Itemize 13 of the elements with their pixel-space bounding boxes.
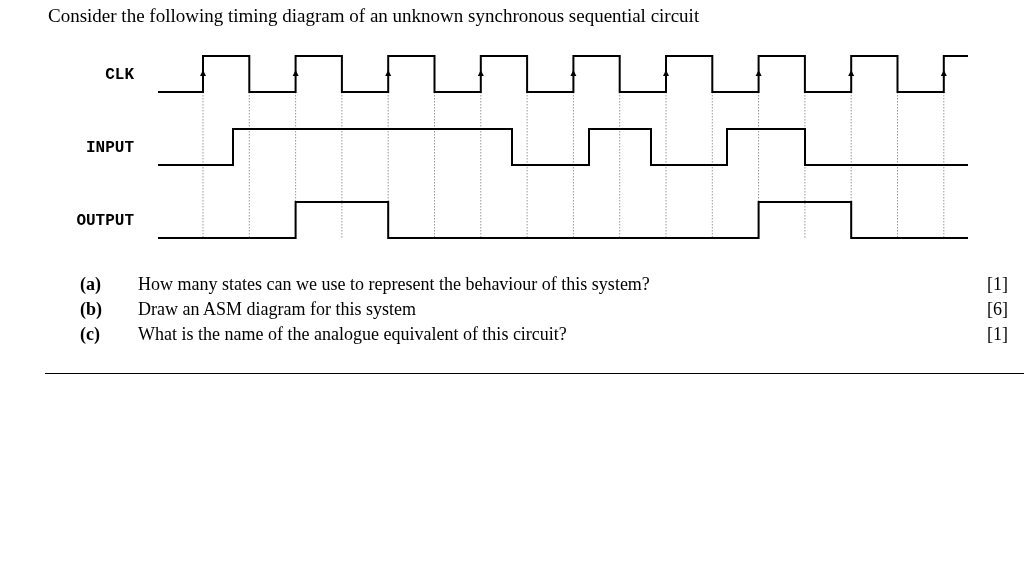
signal-name: CLK [104, 66, 134, 84]
question-letter: (b) [80, 299, 102, 320]
question-letter: (a) [80, 274, 101, 295]
question-text: What is the name of the analogue equivalent of this circuit? [138, 324, 567, 345]
mark-value: [6] [987, 299, 1008, 320]
question-text: Draw an ASM diagram for this system [138, 299, 416, 320]
mark-value: [1] [987, 324, 1008, 345]
question-text: How many states can we use to represent the behaviour of this system? [138, 274, 650, 295]
title: Consider the following timing diagram of an unknown synchronous sequential circuit [48, 5, 700, 27]
mark-value: [1] [987, 274, 1008, 295]
question-letter: (c) [80, 324, 100, 345]
signal-name: INPUT [85, 139, 134, 157]
signal-name: OUTPUT [75, 212, 134, 230]
